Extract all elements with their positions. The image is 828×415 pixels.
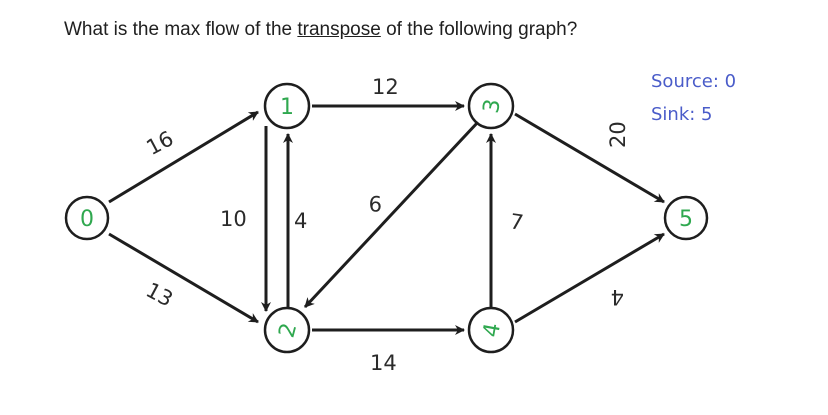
- question-underlined-word: transpose: [297, 19, 381, 40]
- capacity-label-1-2: 10: [220, 207, 247, 231]
- capacity-label-0-2: 13: [142, 278, 177, 312]
- capacity-label-3-2: 9: [369, 191, 382, 215]
- nodes: 0 1 2 3 4 5: [64, 82, 709, 354]
- node-1-label: 1: [280, 95, 294, 120]
- edge-4-5: [514, 232, 665, 324]
- question-after: of the following graph?: [380, 19, 578, 40]
- question-before: What is the max flow of the: [64, 19, 298, 40]
- capacity-label-2-4: 14: [370, 351, 397, 375]
- edge-0-1: [108, 110, 259, 204]
- node-0-label: 0: [80, 207, 94, 232]
- node-5: 5: [663, 195, 709, 241]
- node-5-label: 5: [679, 207, 693, 232]
- capacity-label-4-3: 7: [508, 209, 525, 235]
- edge-0-2: [108, 232, 259, 324]
- node-3-label: 3: [479, 97, 506, 115]
- node-2-label: 2: [275, 320, 303, 340]
- edge-3-2: [303, 120, 480, 309]
- question-text: What is the max flow of the transpose of…: [64, 18, 577, 42]
- node-4-label: 4: [479, 321, 506, 339]
- node-2: 2: [263, 306, 311, 354]
- edge-3-5: [514, 112, 665, 204]
- source-label: Source: 0: [651, 71, 736, 92]
- capacity-label-2-1: 4: [294, 209, 307, 233]
- node-4: 4: [467, 306, 515, 354]
- edges: [108, 101, 665, 335]
- capacity-label-3-5: 20: [606, 121, 630, 148]
- node-1: 1: [263, 82, 311, 130]
- capacity-label-4-5: 4: [611, 285, 624, 309]
- node-0: 0: [64, 195, 110, 241]
- source-sink-info: Source: 0 Sink: 5: [651, 71, 736, 125]
- sink-label: Sink: 5: [651, 104, 713, 125]
- node-3: 3: [467, 82, 515, 130]
- capacity-label-0-1: 16: [142, 126, 177, 160]
- capacity-label-1-3: 12: [372, 75, 399, 99]
